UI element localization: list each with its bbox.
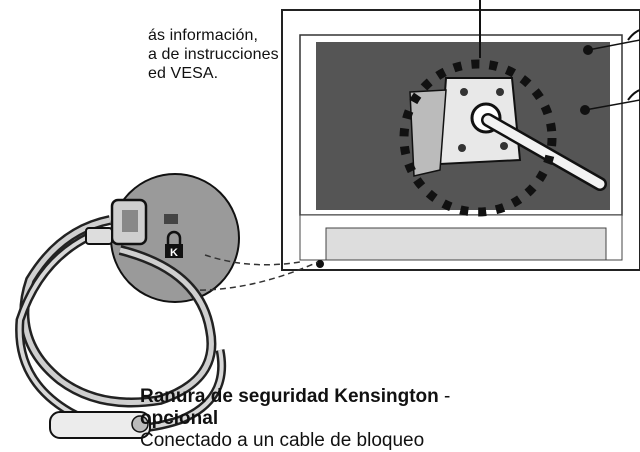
caption-dash: - <box>444 386 451 407</box>
intro-line: ed VESA. <box>148 65 219 82</box>
caption-title: Ranura de seguridad Kensington <box>140 386 439 407</box>
security-cable-icon <box>15 198 227 439</box>
intro-line: ás información, <box>148 27 258 44</box>
svg-text:K: K <box>170 247 178 259</box>
intro-text: ás información, a de instrucciones de ed… <box>0 27 301 83</box>
caption-title-line: Ranura de seguridad Kensington - <box>140 386 600 408</box>
kensington-caption: Ranura de seguridad Kensington - opciona… <box>140 386 600 451</box>
kensington-lock-icon: K <box>165 230 183 259</box>
caption-next-text: Conectado a un cable de bloqueo <box>140 430 425 451</box>
monitor-back-icon <box>281 0 640 271</box>
intro-line: a de instrucciones de <box>148 46 302 63</box>
caption-title-cont: opcional <box>140 408 219 429</box>
